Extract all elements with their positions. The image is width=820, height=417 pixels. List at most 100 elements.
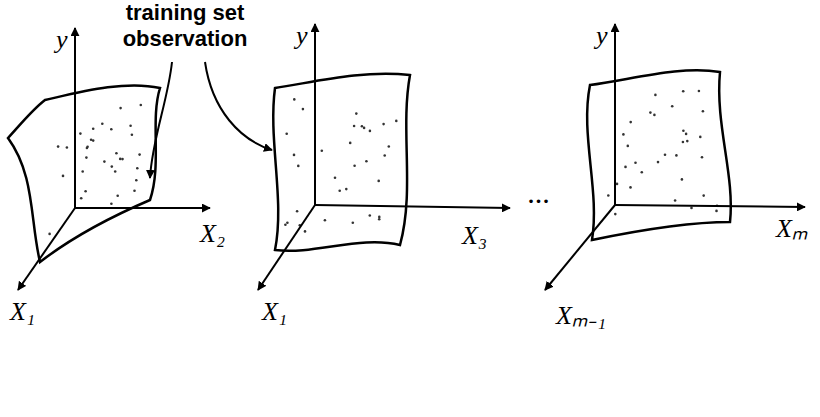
observation-dot [685,133,688,136]
axis-label: Xₘ₋₁ [556,302,606,331]
observation-dot [338,190,341,193]
observation-dot [293,154,296,157]
observation-dot [345,188,348,191]
observation-dot [361,125,364,128]
observation-dot [114,170,117,173]
observation-dot [84,190,87,193]
observation-dot [57,145,60,148]
axis-label: y [296,22,308,51]
observation-dot [698,90,701,93]
observation-dot [616,183,619,186]
observation-dot [297,165,300,168]
surface [8,85,160,262]
observation-dot [369,214,372,217]
axis-label: Xₘ [776,215,808,244]
observation-dot [654,94,657,97]
observation-dot [48,233,51,236]
observation-dot [674,199,677,202]
observation-dot [682,90,685,93]
observation-dot [133,190,136,193]
observation-dot [653,114,656,117]
observation-dot [101,122,104,125]
observation-dot [641,171,644,174]
observation-dot [62,175,65,178]
observation-dot [629,121,632,124]
observation-dot [119,158,122,161]
surface [587,70,731,240]
observation-dot [388,145,391,148]
observation-dot [629,186,632,189]
observation-dot [129,125,132,128]
observation-dot [110,128,113,131]
observation-dot [378,216,381,219]
observation-dot [690,207,693,210]
observation-dot [110,203,113,206]
axes [18,28,210,290]
observation-dot [395,120,398,123]
observation-dot [138,153,141,156]
observation-dot [131,133,134,136]
observation-dot [286,222,289,225]
observation-dot [92,128,95,131]
axes [258,24,510,290]
observation-dot [116,195,119,198]
observation-dot [681,178,684,181]
pointer-arrow [205,62,272,150]
ellipsis: ... [528,176,551,209]
surface [273,74,410,251]
observation-dot [378,218,381,221]
axis-label: X₁ [10,298,35,327]
observation-dot [382,123,385,126]
observation-dot [607,194,610,197]
observation-dot [624,166,627,169]
observation-dot [664,154,667,157]
observation-dot [136,167,139,170]
observation-dot [140,104,143,107]
observation-dot [634,161,637,164]
observation-dot [103,160,106,163]
observation-dot [119,107,122,110]
callout-text: training set observation [100,0,270,53]
observation-dot [675,154,678,157]
observation-dot [682,129,685,132]
observation-dot [135,179,138,182]
observation-dot [302,108,305,111]
observation-dot [90,139,93,142]
observation-dot [365,160,368,163]
observation-dot [293,98,296,101]
observation-dot [682,141,685,144]
observation-dot [649,111,652,114]
axis-label: X₁ [262,298,287,327]
observation-dot [702,110,705,113]
observation-dot [622,133,625,136]
observation-dot [701,156,704,159]
observation-dot [363,127,366,130]
observation-dots [48,90,718,236]
observation-dot [304,230,307,233]
observation-dot [349,142,352,145]
observation-dot [85,156,88,159]
axes [545,24,805,290]
observation-dot [369,130,372,133]
axis-label: y [596,22,608,51]
observation-dot [353,125,356,128]
observation-dot [671,105,674,108]
axis-label: y [56,26,68,55]
observation-dot [352,221,355,224]
observation-dot [79,132,82,135]
observation-dot [296,210,299,213]
observation-dot [324,219,327,222]
observation-dot [355,112,358,115]
observation-dot [627,145,630,148]
observation-dot [377,180,380,183]
observation-dot [80,197,83,200]
observation-dot [353,165,356,168]
observation-dot [86,147,89,150]
observation-dot [699,136,702,139]
observation-dot [321,149,324,152]
observation-dot [715,210,718,213]
observation-dot [121,158,124,161]
observation-dot [115,152,118,155]
observation-dot [383,154,386,157]
